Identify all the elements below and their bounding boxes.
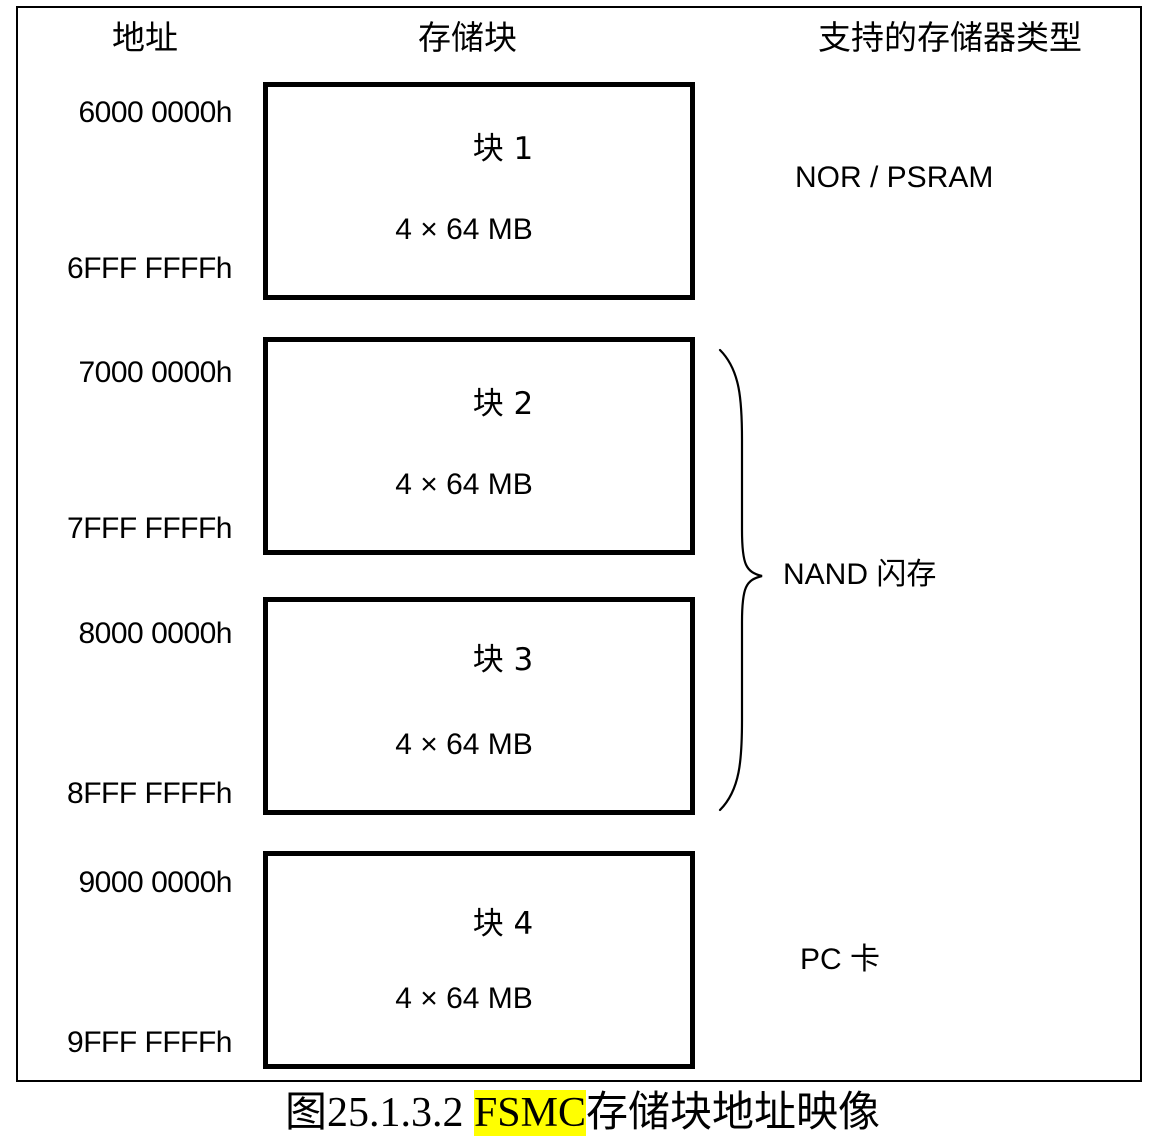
address-column-header: 地址: [112, 18, 178, 57]
memory-block-4: 块 4 4 × 64 MB: [263, 851, 695, 1069]
diagram-frame: [16, 6, 1142, 1082]
block-1-end-address: 6FFF FFFFh: [67, 252, 232, 285]
caption-prefix: 图25.1.3.2: [284, 1090, 474, 1136]
figure-caption: 图25.1.3.2 FSMC存储块地址映像: [0, 1088, 1165, 1138]
block-2-name: 块 2: [472, 386, 534, 422]
memory-block-1: 块 1 4 × 64 MB: [263, 82, 695, 300]
block-2-start-address: 7000 0000h: [78, 356, 233, 389]
caption-suffix: 存储块地址映像: [586, 1090, 881, 1136]
block-4-end-address: 9FFF FFFFh: [67, 1026, 232, 1059]
block-4-size: 4 × 64 MB: [395, 982, 533, 1015]
memory-type-nand-flash: NAND 闪存: [783, 558, 937, 591]
block-3-end-address: 8FFF FFFFh: [67, 777, 232, 810]
block-1-name: 块 1: [472, 131, 534, 167]
memory-type-nor-psram: NOR / PSRAM: [795, 161, 994, 194]
caption-highlight: FSMC: [473, 1090, 587, 1136]
block-2-size: 4 × 64 MB: [395, 468, 533, 501]
block-column-header: 存储块: [418, 18, 517, 57]
block-3-name: 块 3: [472, 642, 534, 678]
block-1-start-address: 6000 0000h: [78, 96, 233, 129]
memory-type-pc-card: PC 卡: [800, 943, 881, 976]
curly-brace-icon: [718, 348, 763, 812]
memory-types-column-header: 支持的存储器类型: [818, 18, 1082, 57]
block-3-start-address: 8000 0000h: [78, 617, 233, 650]
memory-block-3: 块 3 4 × 64 MB: [263, 597, 695, 815]
block-1-size: 4 × 64 MB: [395, 213, 533, 246]
block-2-end-address: 7FFF FFFFh: [67, 512, 232, 545]
memory-block-2: 块 2 4 × 64 MB: [263, 337, 695, 555]
block-4-name: 块 4: [472, 906, 534, 942]
block-3-size: 4 × 64 MB: [395, 728, 533, 761]
block-4-start-address: 9000 0000h: [78, 866, 233, 899]
